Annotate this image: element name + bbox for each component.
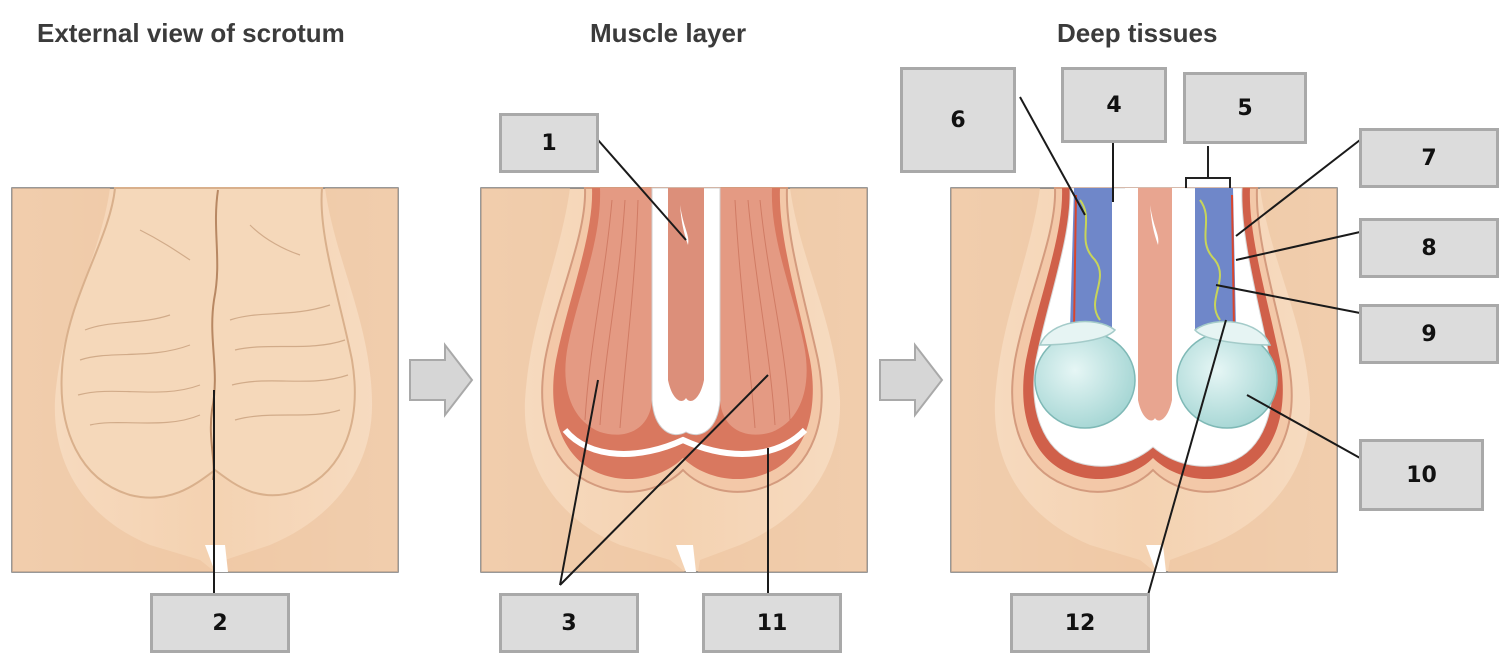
label-box-8[interactable]: 8 [1359,218,1499,278]
arrow-2 [879,342,944,418]
label-box-10[interactable]: 10 [1359,439,1484,511]
label-box-12[interactable]: 12 [1010,593,1150,653]
panel-deep [950,146,1338,573]
label-box-1[interactable]: 1 [499,113,599,173]
label-box-6[interactable]: 6 [900,67,1016,173]
panel-title-external: External view of scrotum [37,18,345,48]
leader-lines [213,96,1361,596]
label-box-2[interactable]: 2 [150,593,290,653]
label-box-11[interactable]: 11 [702,593,842,653]
label-box-7[interactable]: 7 [1359,128,1499,188]
label-box-9[interactable]: 9 [1359,304,1499,364]
panel-title-deep: Deep tissues [1057,18,1218,48]
panel-external [11,187,399,573]
panel-title-muscle: Muscle layer [590,18,747,48]
label-box-3[interactable]: 3 [499,593,639,653]
panel-muscle [480,187,868,573]
label-box-5[interactable]: 5 [1183,72,1307,144]
arrow-1 [409,342,474,418]
label-box-4[interactable]: 4 [1061,67,1167,143]
